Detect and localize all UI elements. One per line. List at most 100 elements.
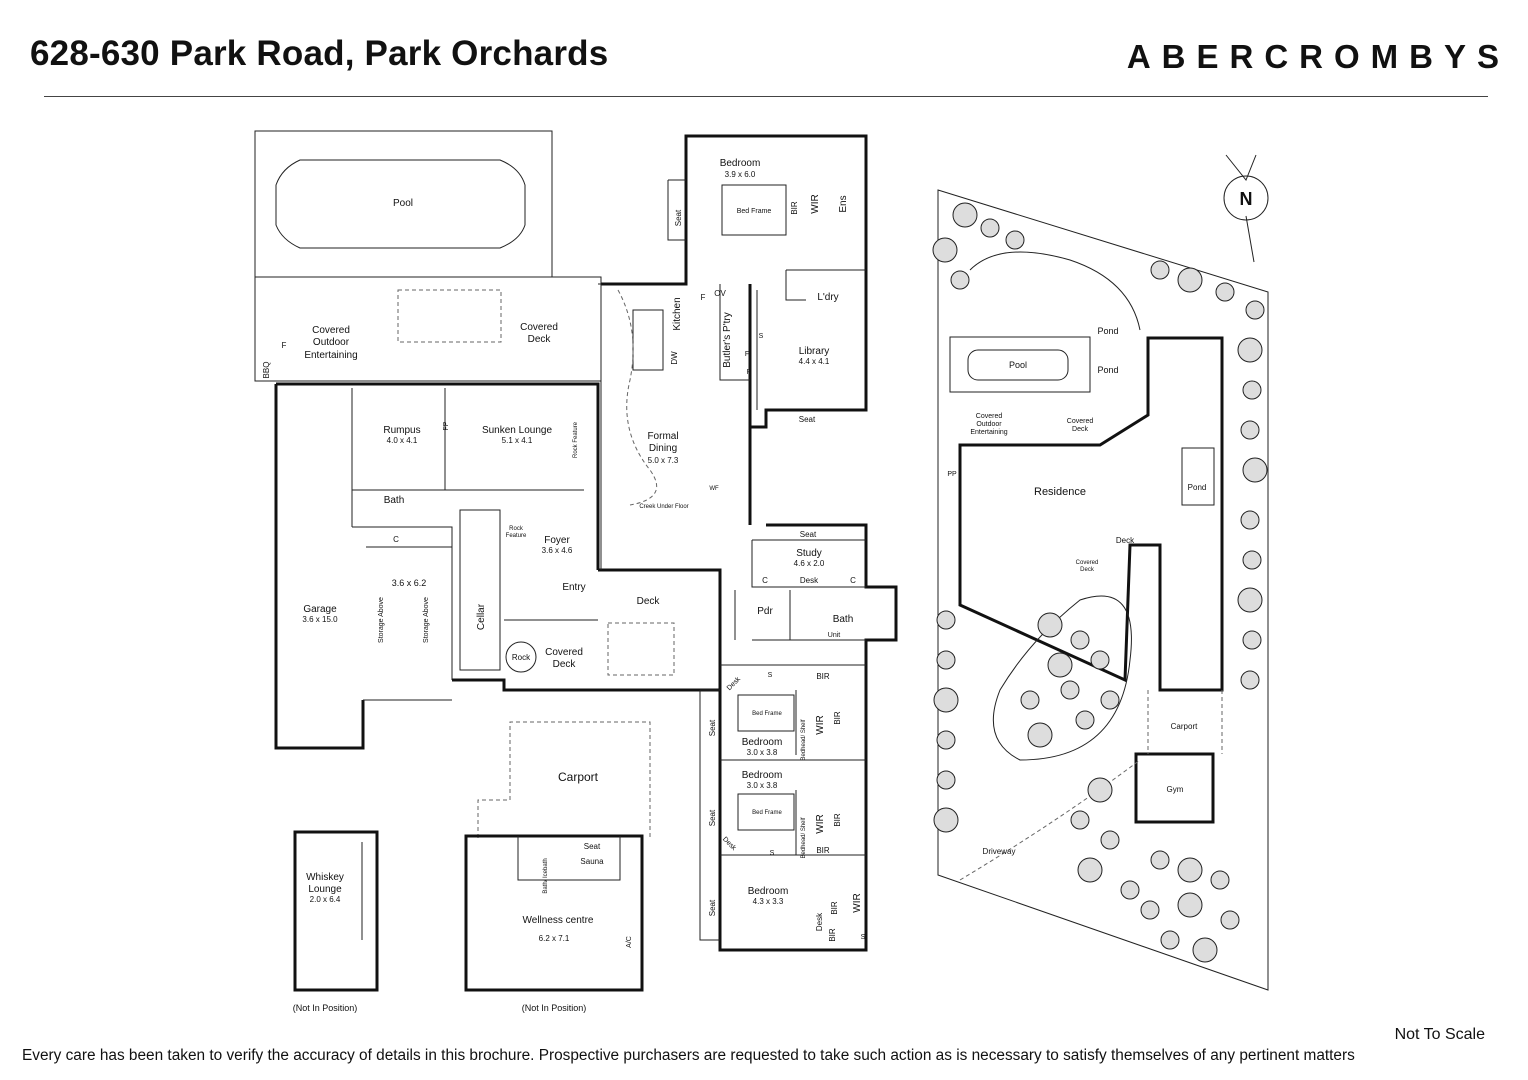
bedroom2-s-label: S bbox=[770, 850, 775, 857]
bedroom1-size: 3.0 x 3.8 bbox=[747, 748, 778, 757]
tree-icon bbox=[1070, 630, 1090, 650]
bed-frame-b2 bbox=[737, 793, 795, 831]
butlers-p-label: P bbox=[747, 369, 752, 376]
site-pond2-label: Pond bbox=[1097, 365, 1118, 375]
scale-note: Not To Scale bbox=[1394, 1026, 1485, 1043]
tree-icon bbox=[1242, 630, 1262, 650]
bedroom1-desk-label: Desk bbox=[726, 675, 743, 692]
sunken-lounge-label: Sunken Lounge bbox=[482, 425, 553, 436]
tree-icon bbox=[933, 807, 959, 833]
tree-icon bbox=[1220, 910, 1240, 930]
gym-outline bbox=[1134, 752, 1215, 824]
disclaimer: Every care has been taken to verify the … bbox=[22, 1047, 1355, 1064]
bedroom2-bir-label: BIR bbox=[833, 813, 842, 827]
site-pool-shape bbox=[967, 349, 1069, 381]
formal-dining-label-2: Dining bbox=[649, 443, 677, 454]
butlers-pantry-label: Butler's P'try bbox=[722, 312, 733, 368]
site-labels: N Pond Pond Pool PP Covered Outdoor Ente… bbox=[947, 154, 1269, 856]
creek-under-floor-label: Creek Under Floor bbox=[639, 504, 688, 510]
tree-icon bbox=[1242, 457, 1268, 483]
powder-room-label: Pdr bbox=[757, 606, 773, 617]
north-label: N bbox=[1240, 189, 1253, 209]
site-covered-deck2-2: Deck bbox=[1080, 567, 1095, 573]
tree-icon bbox=[1027, 722, 1053, 748]
whiskey-lounge-label-1: Whiskey bbox=[306, 872, 344, 883]
not-in-position-2: (Not In Position) bbox=[522, 1003, 587, 1013]
tree-icon bbox=[1210, 870, 1230, 890]
bedroom3-bir-a-label: BIR bbox=[830, 901, 839, 915]
tree-icon bbox=[1077, 857, 1103, 883]
ensuite-label: Ens bbox=[838, 195, 849, 212]
library-label: Library bbox=[799, 346, 830, 357]
deck-mid-label: Deck bbox=[637, 596, 661, 607]
site-pond1-label: Pond bbox=[1097, 326, 1118, 336]
rumpus-label: Rumpus bbox=[383, 425, 420, 436]
site-pond3-label: Pond bbox=[1188, 483, 1207, 492]
kitchen-fridge-label: F bbox=[701, 293, 706, 302]
tree-icon bbox=[1150, 260, 1170, 280]
site-covered-outdoor-2: Outdoor bbox=[976, 421, 1002, 428]
covered-outdoor-label-2: Outdoor bbox=[313, 337, 350, 348]
tree-icon bbox=[1177, 267, 1203, 293]
creek-line bbox=[617, 289, 658, 506]
bedroom2-label: Bedroom bbox=[742, 770, 783, 781]
tree-icon bbox=[1060, 680, 1080, 700]
site-driveway-label: Driveway bbox=[983, 847, 1016, 856]
formal-dining-size: 5.0 x 7.3 bbox=[648, 456, 679, 465]
fireplace-label: FP bbox=[443, 421, 450, 430]
library-seat-label: Seat bbox=[799, 415, 816, 424]
floorplan-labels: Pool Covered Outdoor Entertaining Covere… bbox=[262, 158, 866, 1013]
floorplan-walls bbox=[254, 130, 898, 992]
site-boundary bbox=[937, 189, 1269, 991]
bedroom3-desk-label: Desk bbox=[815, 912, 824, 931]
bed-frame-b1 bbox=[737, 694, 795, 732]
bath-icebath-label: Bath/ Icebath bbox=[543, 858, 549, 893]
storage-above-2-label: Storage Above bbox=[423, 597, 430, 643]
bedroom1-bir-top-label: BIR bbox=[816, 672, 830, 681]
seat-main-label: Seat bbox=[674, 209, 683, 226]
bbq-f-label: F bbox=[282, 341, 287, 350]
wellness-centre-label: Wellness centre bbox=[523, 915, 594, 926]
tree-icon bbox=[1100, 830, 1120, 850]
tree-icon bbox=[1070, 810, 1090, 830]
tree-icon bbox=[932, 237, 958, 263]
laundry-label: L'dry bbox=[817, 292, 838, 303]
wellness-centre-size: 6.2 x 7.1 bbox=[539, 934, 570, 943]
rock-feature2-label-1: Rock bbox=[509, 526, 524, 532]
header-divider bbox=[44, 96, 1488, 97]
bed-frame-b2-label: Bed Frame bbox=[752, 810, 782, 816]
covered-deck-low-label-1: Covered bbox=[545, 647, 583, 658]
sunken-lounge-size: 5.1 x 4.1 bbox=[502, 436, 533, 445]
tree-icon bbox=[1160, 930, 1180, 950]
site-pool-label: Pool bbox=[1009, 360, 1027, 370]
wellness-seat-label: Seat bbox=[584, 842, 601, 851]
unit-label: Unit bbox=[828, 632, 841, 639]
tree-icon bbox=[1240, 420, 1260, 440]
cupboard-left-label: C bbox=[393, 535, 399, 544]
tree-icon bbox=[1075, 710, 1095, 730]
tree-icon bbox=[1242, 380, 1262, 400]
site-covered-outdoor-3: Entertaining bbox=[970, 429, 1007, 436]
site-residence-label: Residence bbox=[1034, 486, 1086, 498]
covered-outdoor-label-3: Entertaining bbox=[304, 350, 357, 361]
bedroom3-size: 4.3 x 3.3 bbox=[753, 897, 784, 906]
bbq-label: BBQ bbox=[262, 362, 271, 379]
storage-dimension: 3.6 x 6.2 bbox=[392, 578, 427, 588]
dishwasher-label: DW bbox=[670, 351, 679, 365]
tree-icon bbox=[1087, 777, 1113, 803]
bedroom2-wir-label: WIR bbox=[815, 814, 826, 833]
site-covered-deck-1: Covered bbox=[1067, 418, 1094, 425]
bed-frame-main-label: Bed Frame bbox=[737, 208, 772, 215]
bedroom-main-label: Bedroom bbox=[720, 158, 761, 169]
study-cupboard-1-label: C bbox=[762, 576, 768, 585]
brand-logo: ABERCROMBYS bbox=[1126, 38, 1510, 75]
north-arrow-icon bbox=[1223, 175, 1269, 221]
air-con-label: A/C bbox=[626, 936, 633, 948]
entry-label: Entry bbox=[562, 582, 585, 593]
bedroom2-size: 3.0 x 3.8 bbox=[747, 781, 778, 790]
site-covered-outdoor-1: Covered bbox=[976, 413, 1003, 420]
bath-left-label: Bath bbox=[384, 495, 405, 506]
tree-icon bbox=[1240, 510, 1260, 530]
tree-icon bbox=[936, 770, 956, 790]
